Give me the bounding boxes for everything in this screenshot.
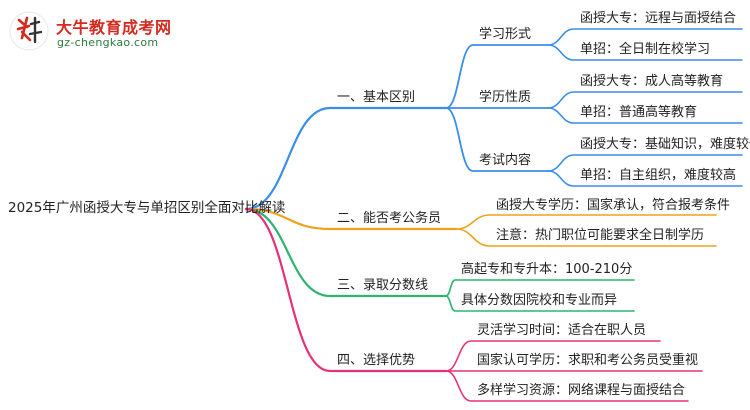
edge-basic-exam-content [445,107,549,172]
subtopic-exam-content: 考试内容 [479,153,532,168]
edge-basic-study-form [445,44,549,109]
leaf-degree-nature-correspondence: 函授大专：成人高等教育 [580,74,724,89]
edge-adv-flexible [445,340,661,372]
logo-name: 大牛教育成考网 [56,18,172,37]
edge-exam-content-correspondence [547,154,743,172]
branch-advantages: 四、选择优势 [337,353,416,368]
leaf-degree-nature-single-exam: 单招：普通高等教育 [580,105,698,120]
leaf-civil-service-note: 注意：热门职位可能要求全日制学历 [496,228,705,243]
leaf-exam-content-correspondence: 函授大专：基础知识，难度较低 [580,137,750,152]
edge-root-basic [244,106,448,211]
leaf-advantage-recognized: 国家认可学历：求职和考公务员受重视 [477,353,699,368]
leaf-advantage-flexible: 灵活学习时间：适合在职人员 [477,323,647,338]
leaf-score-varies: 具体分数因院校和专业而异 [461,293,618,308]
edge-root-scores [244,207,448,298]
logo-url: gz-chengkao.com [57,36,159,49]
edge-study-form-single-exam [547,44,743,61]
logo-icon [8,10,50,52]
root-topic: 2025年广州函授大专与单招区别全面对比解读 [8,200,286,216]
leaf-advantage-resources: 多样学习资源：网络课程与面授结合 [477,383,686,398]
edge-scores-varies [445,295,635,312]
edge-degree-nature-single-exam [547,107,743,124]
edge-civil-note [455,228,717,247]
subtopic-study-form: 学习形式 [479,27,532,42]
edge-study-form-correspondence [547,28,743,46]
edge-degree-nature-correspondence [547,91,743,109]
subtopic-degree-nature: 学历性质 [479,90,532,105]
edge-root-advantages [244,207,448,373]
leaf-exam-content-single-exam: 单招：自主组织，难度较高 [580,168,737,183]
leaf-study-form-single-exam: 单招：全日制在校学习 [580,42,711,57]
branch-basic-differences: 一、基本区别 [337,90,416,105]
branch-admission-scores: 三、录取分数线 [337,278,429,293]
leaf-score-range: 高起专和专升本：100-210分 [461,262,633,277]
edge-civil-eligibility [455,214,717,230]
leaf-study-form-correspondence: 函授大专：远程与面授结合 [580,11,737,26]
branch-civil-service: 二、能否考公务员 [337,211,442,226]
edge-root-civil [244,207,458,231]
leaf-civil-service-eligibility: 函授大专学历：国家承认，符合报考条件 [496,198,731,213]
edge-exam-content-single-exam [547,170,743,187]
edge-adv-resources [445,370,689,402]
edge-scores-range [445,279,635,297]
